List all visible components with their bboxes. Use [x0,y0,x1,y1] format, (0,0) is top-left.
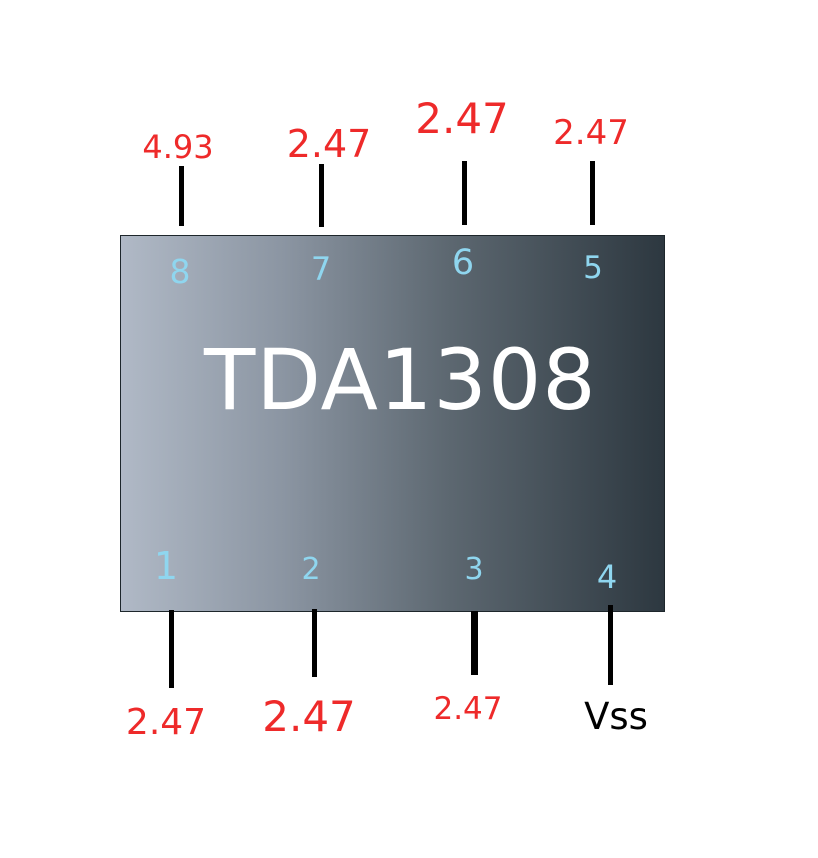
pin-2-number: 2 [301,552,321,587]
pin-8-voltage: 4.93 [142,128,214,166]
pin-8-leg [179,166,184,226]
pin-5-voltage: 2.47 [553,113,629,153]
pin-5-leg [590,161,595,225]
pin-1-number: 1 [153,544,179,588]
ic-body [120,235,665,612]
pin-3-number: 3 [464,552,484,587]
pin-7-voltage: 2.47 [286,122,372,166]
pin-2-leg [312,609,317,677]
pin-4-leg [608,605,613,685]
pin-1-leg [169,610,174,688]
pin-6-number: 6 [451,243,475,283]
chip-name: TDA1308 [204,331,597,429]
pin-7-leg [319,164,324,227]
pin-6-leg [462,161,467,225]
pin-2-voltage: 2.47 [262,692,356,741]
pin-1-voltage: 2.47 [125,702,207,743]
pin-3-leg [471,611,478,675]
pin-4-number: 4 [596,558,618,596]
pin-4-voltage: Vss [584,695,648,738]
pin-7-number: 7 [310,250,332,288]
pin-8-number: 8 [169,252,191,291]
pin-6-voltage: 2.47 [415,94,509,143]
pin-5-number: 5 [583,250,603,286]
pin-3-voltage: 2.47 [433,691,503,727]
